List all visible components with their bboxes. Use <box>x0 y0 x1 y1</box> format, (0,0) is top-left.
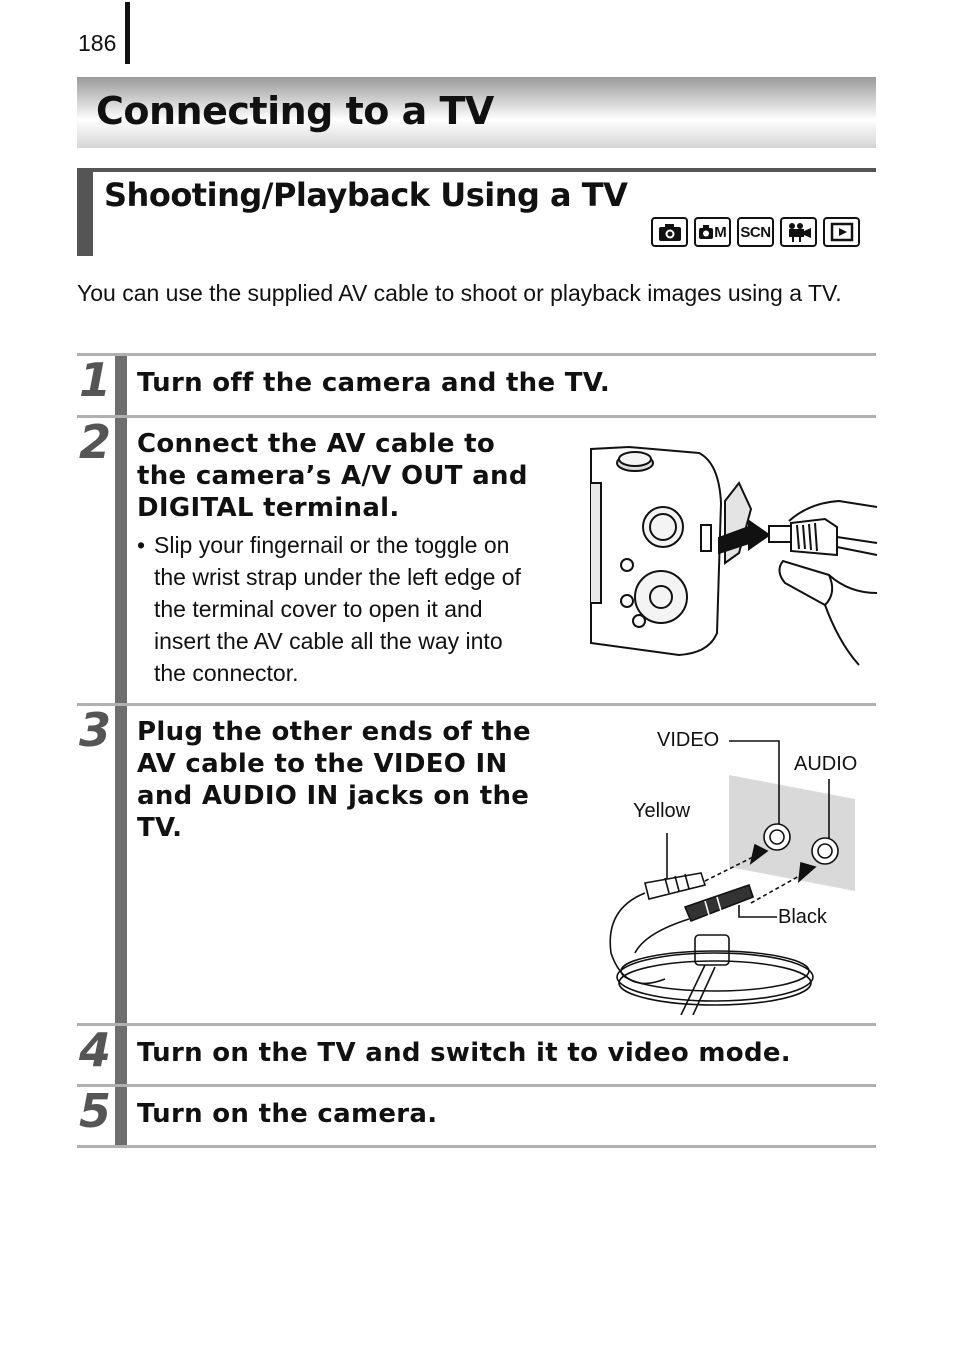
section-top-rule <box>77 168 876 172</box>
bullet-line: the connector. <box>154 660 299 686</box>
step-5: 5 Turn on the camera. <box>77 1084 876 1145</box>
playback-icon <box>823 217 860 247</box>
step-heading: Turn on the camera. <box>137 1099 438 1129</box>
step-rail <box>115 418 127 703</box>
movie-mode-icon <box>780 217 817 247</box>
heading-line: Plug the other ends of the <box>137 717 531 747</box>
heading-line: and AUDIO IN jacks on the <box>137 781 530 811</box>
bullet-line: insert the AV cable all the way into <box>154 628 503 654</box>
chapter-title-bar: Connecting to a TV <box>77 77 876 148</box>
step-rail <box>115 1026 127 1084</box>
scene-mode-icon: SCN <box>737 217 774 247</box>
step-rail <box>115 706 127 1023</box>
step-rail <box>115 356 127 415</box>
page-number-rule <box>125 2 130 64</box>
heading-line: TV. <box>137 813 183 843</box>
step-heading: Turn off the camera and the TV. <box>137 368 611 398</box>
scene-mode-label: SCN <box>740 223 771 241</box>
section-heading: Shooting/Playback Using a TV <box>77 168 876 256</box>
page-number: 186 <box>78 30 117 56</box>
bullet-line: the wrist strap under the left edge of <box>154 564 521 590</box>
page-title: Connecting to a TV <box>96 89 494 133</box>
mode-icons: M SCN <box>651 217 860 249</box>
camera-auto-icon <box>651 217 688 247</box>
step-number: 5 <box>79 1084 112 1138</box>
heading-line: DIGITAL terminal. <box>137 493 400 523</box>
step-divider <box>77 703 876 706</box>
heading-line: AV cable to the VIDEO IN <box>137 749 508 779</box>
step-number: 1 <box>79 353 112 407</box>
yellow-plug-label: Yellow <box>633 800 691 822</box>
step-number: 2 <box>79 415 112 469</box>
heading-line: the camera’s A/V OUT and <box>137 461 528 491</box>
camera-manual-icon: M <box>694 217 731 247</box>
camera-connection-illustration <box>590 445 878 666</box>
steps-bottom-rule <box>77 1145 876 1148</box>
step-number: 4 <box>79 1023 112 1077</box>
step-heading: Turn on the TV and switch it to video mo… <box>137 1038 791 1068</box>
step-3: 3 Plug the other ends of the AV cable to… <box>77 703 876 1023</box>
bullet-line: the terminal cover to open it and <box>154 596 483 622</box>
manual-mode-label: M <box>714 223 727 241</box>
step-divider <box>77 1084 876 1087</box>
step-rail <box>115 1087 127 1145</box>
intro-paragraph: You can use the supplied AV cable to sho… <box>77 280 842 306</box>
audio-jack-label: AUDIO <box>794 753 858 775</box>
av-cable-illustration <box>609 740 855 1015</box>
step-divider <box>77 353 876 356</box>
step-divider <box>77 415 876 418</box>
section-title: Shooting/Playback Using a TV <box>104 176 628 214</box>
step-1: 1 Turn off the camera and the TV. <box>77 353 876 415</box>
video-jack-label: VIDEO <box>657 729 720 751</box>
section-left-bar <box>77 168 93 256</box>
black-plug-label: Black <box>778 906 827 928</box>
bullet-dot: • <box>137 532 146 558</box>
bullet-line: Slip your fingernail or the toggle on <box>154 532 510 558</box>
step-number: 3 <box>79 703 112 757</box>
step-heading: Connect the AV cable to the camera’s A/V… <box>137 428 528 524</box>
step-2: 2 Connect the AV cable to the camera’s A… <box>77 415 878 703</box>
bullet-text: Slip your fingernail or the toggle on th… <box>154 529 574 689</box>
heading-line: Connect the AV cable to <box>137 429 496 459</box>
step-4: 4 Turn on the TV and switch it to video … <box>77 1023 876 1084</box>
step-heading: Plug the other ends of the AV cable to t… <box>137 716 531 844</box>
step-divider <box>77 1023 876 1026</box>
